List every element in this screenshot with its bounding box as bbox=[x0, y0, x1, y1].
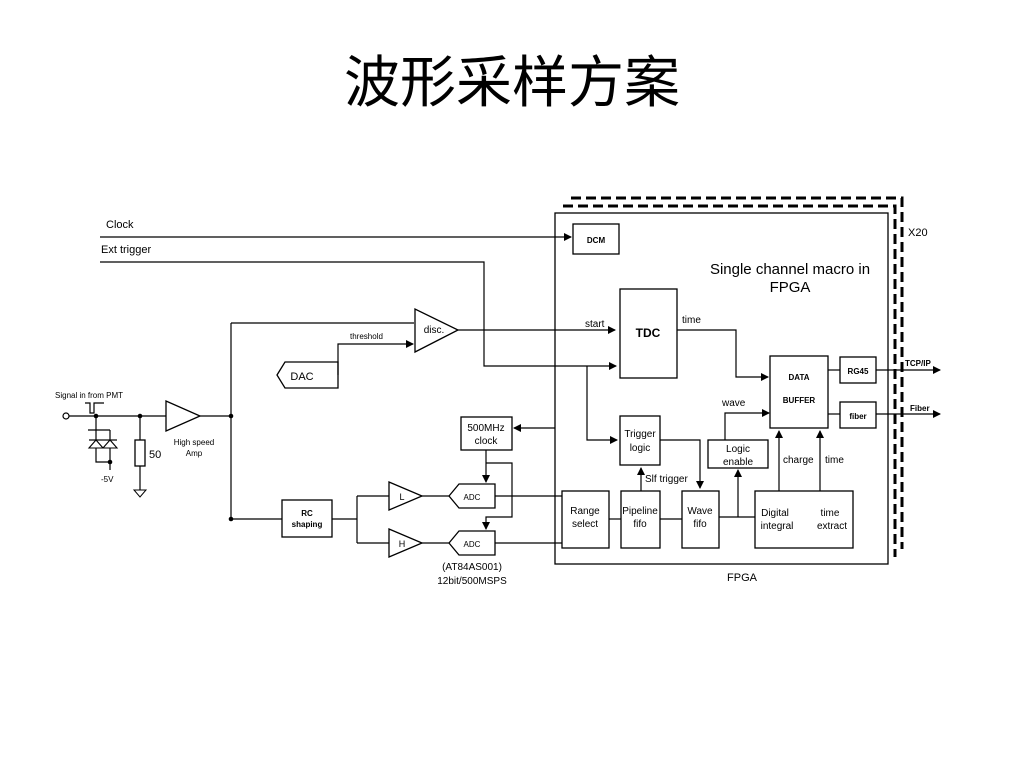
clock-label: Clock bbox=[106, 219, 134, 231]
high-speed-amp bbox=[165, 400, 202, 432]
buffer-line2: BUFFER bbox=[783, 396, 816, 405]
range-select-block bbox=[561, 490, 610, 549]
time-extract-line2: extract bbox=[817, 521, 847, 532]
wave-line bbox=[724, 409, 770, 440]
ext-trigger-line bbox=[100, 261, 617, 370]
signal-label: Signal in from PMT bbox=[55, 391, 123, 400]
low-gain-amp bbox=[388, 481, 424, 511]
logic-enable-line2: enable bbox=[723, 457, 753, 468]
rg45-label: RG45 bbox=[848, 367, 869, 376]
adc-low-label: ADC bbox=[464, 493, 481, 502]
amp-label-line2: Amp bbox=[186, 449, 203, 458]
tcpip-label: TCP/IP bbox=[905, 359, 931, 368]
time-label: time bbox=[825, 455, 844, 466]
trigger-logic-block bbox=[619, 415, 661, 466]
tdc-label: TDC bbox=[636, 326, 661, 340]
buffer-line1: DATA bbox=[788, 373, 809, 382]
low-amp-label: L bbox=[399, 492, 404, 502]
protection-diodes bbox=[87, 416, 119, 470]
rc-label-line1: RC bbox=[301, 509, 313, 518]
adc-part-line1: (AT84AS001) bbox=[442, 562, 502, 573]
high-gain-amp bbox=[388, 528, 424, 558]
digital-line1: Digital bbox=[761, 508, 789, 519]
trigger-input-line bbox=[586, 366, 618, 444]
input-terminal bbox=[62, 412, 70, 420]
ground-icon bbox=[132, 489, 148, 498]
start-label: start bbox=[585, 319, 605, 330]
adc-part-line2: 12bit/500MSPS bbox=[437, 576, 507, 587]
dcm-label: DCM bbox=[587, 236, 606, 245]
wave-fifo-line2: fifo bbox=[693, 519, 707, 530]
disc-label: disc. bbox=[424, 325, 445, 336]
clock-500mhz-block bbox=[460, 416, 513, 451]
bias-label: -5V bbox=[101, 475, 114, 484]
range-line1: Range bbox=[570, 506, 600, 517]
ext-trigger-label: Ext trigger bbox=[101, 244, 151, 256]
logic-enable-line1: Logic bbox=[726, 444, 750, 455]
high-amp-label: H bbox=[399, 539, 406, 549]
clock-500-line2: clock bbox=[475, 436, 499, 447]
dcm-block bbox=[572, 223, 620, 255]
wave-fifo-block bbox=[681, 490, 720, 549]
logic-enable-block bbox=[707, 439, 769, 469]
digital-line2: integral bbox=[761, 521, 794, 532]
pipeline-fifo-block bbox=[620, 490, 661, 549]
tdc-time-line bbox=[677, 329, 769, 381]
trigger-line1: Trigger bbox=[624, 429, 656, 440]
macro-title-line1: Single channel macro in bbox=[710, 261, 870, 278]
threshold-label: threshold bbox=[350, 332, 383, 341]
fpga-label: FPGA bbox=[727, 572, 758, 584]
fpga-frame-stack bbox=[554, 196, 904, 565]
fiber-block bbox=[839, 401, 877, 429]
amp-label-line1: High speed bbox=[174, 438, 214, 447]
clock-500-line1: 500MHz bbox=[467, 423, 504, 434]
wave-label: wave bbox=[721, 398, 746, 409]
range-line2: select bbox=[572, 519, 598, 530]
threshold-line bbox=[337, 340, 414, 375]
wave-fifo-line1: Wave bbox=[687, 506, 713, 517]
resistor-50 bbox=[134, 439, 146, 467]
macro-title-line2: FPGA bbox=[770, 279, 811, 296]
tdc-block bbox=[619, 288, 678, 379]
time-extract-line1: time bbox=[821, 508, 840, 519]
digital-integral-block bbox=[754, 490, 854, 549]
data-buffer-block bbox=[769, 355, 829, 429]
pipeline-line1: Pipeline bbox=[622, 506, 658, 517]
fiber-label: fiber bbox=[849, 412, 866, 421]
pulse-symbol bbox=[85, 402, 104, 414]
adc-high-label: ADC bbox=[464, 540, 481, 549]
pipeline-line2: fifo bbox=[633, 519, 647, 530]
fiber-out-label: Fiber bbox=[910, 404, 930, 413]
slide-title: 波形采样方案 bbox=[344, 51, 680, 116]
rc-shaping-block bbox=[281, 499, 333, 538]
charge-label: charge bbox=[783, 455, 814, 466]
tdc-time-label: time bbox=[682, 315, 701, 326]
discriminator bbox=[414, 307, 460, 354]
trigger-line2: logic bbox=[630, 443, 651, 454]
rg45-block bbox=[839, 356, 877, 384]
resistor-label: 50 bbox=[149, 449, 161, 461]
repeat-label: X20 bbox=[908, 227, 928, 239]
slf-trigger-label: Slf trigger bbox=[645, 474, 688, 485]
dac-label: DAC bbox=[290, 371, 313, 383]
rc-label-line2: shaping bbox=[292, 520, 323, 529]
